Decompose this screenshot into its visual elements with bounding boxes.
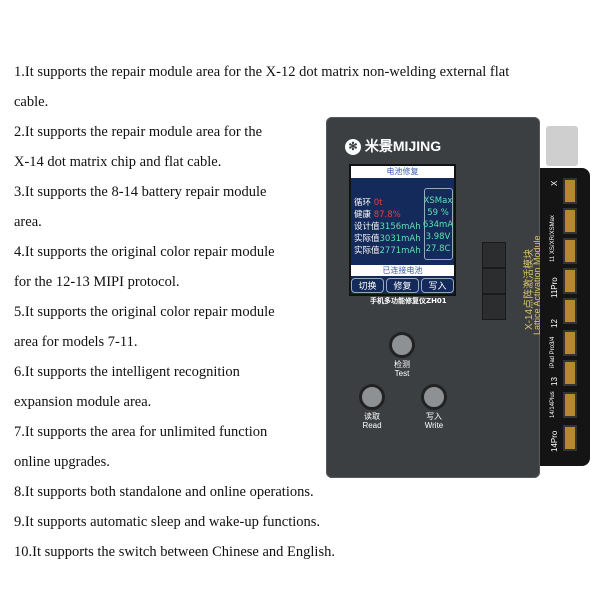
connection-status: 已连接电池 [351, 265, 454, 276]
battery-percent: 59 % [427, 208, 449, 218]
feature-line: 9.It supports automatic sleep and wake-u… [14, 514, 321, 530]
value: 3156mAh [379, 222, 421, 232]
flex-connector [563, 425, 577, 451]
feature-line: area for models 7-11. [14, 334, 138, 350]
feature-line: expansion module area. [14, 394, 152, 410]
screen-title: 电池修复 [351, 166, 454, 178]
slot-label: 13 [550, 377, 559, 386]
feature-line: online upgrades. [14, 454, 110, 470]
side-tab [482, 268, 506, 294]
label: 循环 [354, 198, 372, 208]
test-button [389, 332, 415, 358]
feature-line: area. [14, 214, 42, 230]
write-softkey: 写入 [421, 278, 454, 293]
battery-model: XSMax [423, 196, 453, 206]
lcd-screen: 电池修复 循环 0t 健康 87.8% 设计值3156mAh 实际值3031mA… [349, 164, 456, 296]
side-tab [482, 294, 506, 320]
battery-icon [424, 188, 453, 260]
slot-label: 12 [550, 319, 559, 328]
slot-label: X [550, 180, 559, 186]
feature-line: 5.It supports the original color repair … [14, 304, 275, 320]
feature-line: 2.It supports the repair module area for… [14, 124, 263, 140]
module-title-en: Lattice Activation Module [532, 235, 542, 335]
flex-connector [563, 330, 577, 356]
flex-connector [563, 360, 577, 386]
logo-icon: ✻ [345, 139, 361, 156]
flex-connector [563, 268, 577, 294]
feature-line: 3.It supports the 8-14 battery repair mo… [14, 184, 267, 200]
label: 实际值 [354, 234, 380, 244]
value: 2771mAh [379, 246, 421, 256]
battery-current: 634mA [422, 220, 454, 230]
brand-cn: 米景 [364, 138, 393, 154]
feature-line: 7.It supports the area for unlimited fun… [14, 424, 268, 440]
write-button [421, 384, 447, 410]
brand-logo: ✻ 米景MIJING [345, 136, 441, 156]
read-button [359, 384, 385, 410]
feature-line: 6.It supports the intelligent recognitio… [14, 364, 240, 380]
model-label: 手机多功能修复仪ZH01 [370, 297, 447, 305]
side-tab [482, 242, 506, 268]
usb-port [546, 126, 578, 166]
feature-line: 1.It supports the repair module area for… [14, 64, 510, 80]
value: 87.8% [373, 210, 401, 220]
feature-line: 4.It supports the original color repair … [14, 244, 275, 260]
feature-line: 8.It supports both standalone and online… [14, 484, 314, 500]
value: 0t [373, 198, 383, 208]
slot-label: 14Pro [550, 430, 559, 452]
slot-label: 11Pro [550, 277, 559, 298]
flex-connector [563, 208, 577, 234]
flex-connector [563, 392, 577, 418]
battery-temp: 27.8C [425, 244, 451, 254]
label: 实际值 [354, 246, 380, 256]
feature-line: for the 12-13 MIPI protocol. [14, 274, 180, 290]
switch-softkey: 切换 [351, 278, 384, 293]
brand-en: MIJING [392, 138, 442, 154]
label: 健康 [354, 210, 372, 220]
flex-connector [563, 298, 577, 324]
feature-line: 10.It supports the switch between Chines… [14, 544, 335, 560]
slot-label: 14/14Plus [550, 391, 556, 418]
repair-softkey: 修复 [386, 278, 419, 293]
flex-connector [563, 178, 577, 204]
feature-line: X-14 dot matrix chip and flat cable. [14, 154, 222, 170]
slot-label: iPad Pro3/4 [550, 336, 556, 368]
flex-connector [563, 238, 577, 264]
slot-label: 11 XS/XR/XSMax [550, 215, 556, 262]
value: 3031mAh [379, 234, 421, 244]
feature-line: cable. [14, 94, 49, 110]
label: 设计值 [354, 222, 380, 232]
battery-voltage: 3.98V [425, 232, 451, 242]
